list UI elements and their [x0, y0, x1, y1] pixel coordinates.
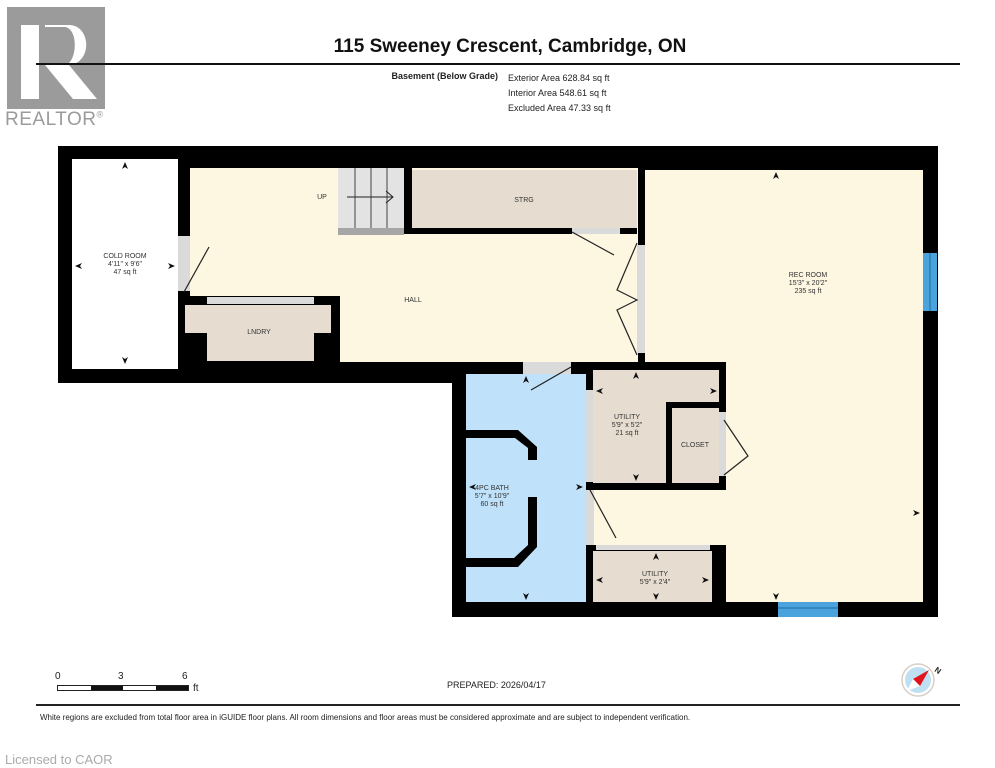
utility-1-area: 21 sq ft — [616, 430, 639, 437]
storage-label: STRG — [514, 197, 533, 204]
bath-label: 4PC BATH — [475, 485, 509, 492]
closet-door-gap — [719, 412, 726, 476]
realtor-wordmark: REALTOR® — [5, 109, 104, 131]
footer-divider — [36, 704, 960, 706]
bath-door-swing — [530, 366, 572, 391]
utility-2-door-gap — [596, 545, 710, 550]
cold-room-area: 47 sq ft — [114, 269, 137, 276]
prepared-date: PREPARED: 2026/04/17 — [447, 680, 546, 690]
closet-label: CLOSET — [681, 442, 710, 449]
realtor-wordmark-text: REALTOR — [5, 109, 97, 130]
excluded-area: Excluded Area 47.33 sq ft — [508, 103, 611, 113]
bath-east-door-gap — [586, 490, 594, 545]
wall-stair-strg — [404, 168, 412, 234]
storage-door-gap — [572, 228, 620, 234]
room-laundry-lower — [207, 333, 314, 361]
utility-1-dims: 5'9" x 5'2" — [612, 422, 643, 429]
bath-door-gap — [523, 362, 571, 374]
cold-room-label: COLD ROOM — [103, 253, 146, 260]
bifold-door — [616, 242, 639, 356]
cold-room-dims: 4'11" x 9'6" — [108, 261, 142, 268]
compass-icon: N — [901, 663, 943, 697]
closet-door-swing — [723, 419, 749, 476]
level-label: Basement (Below Grade) — [391, 71, 498, 81]
dimension-arrows — [75, 162, 920, 600]
bath-fixture-upper — [466, 430, 537, 460]
wall-storage — [412, 228, 637, 234]
scale-tick-6: 6 — [182, 671, 188, 682]
bath-dims: 5'7" x 10'9" — [475, 493, 510, 500]
hall-label: HALL — [404, 297, 422, 304]
utility-2-label: UTILITY — [642, 571, 668, 578]
laundry-label: LNDRY — [247, 329, 271, 336]
exterior-area: Exterior Area 628.84 sq ft — [508, 73, 610, 83]
cold-room-door-gap — [178, 236, 190, 291]
utility-1-label: UTILITY — [614, 414, 640, 421]
stairs-landing — [338, 228, 404, 235]
page-title: 115 Sweeney Crescent, Cambridge, ON — [333, 36, 687, 57]
room-closet[interactable] — [672, 408, 719, 483]
rec-room-dims: 15'3" x 20'2" — [789, 280, 828, 287]
bath-area: 60 sq ft — [481, 501, 504, 508]
scale-tick-0: 0 — [55, 671, 61, 682]
bath-fixture-lower — [466, 497, 537, 567]
scale-tick-3: 3 — [118, 671, 124, 682]
rec-room-area: 235 sq ft — [795, 288, 822, 295]
storage-door-swing — [571, 231, 615, 256]
area-summary: Exterior Area 628.84 sq ft Interior Area… — [508, 71, 611, 116]
realtor-r-icon — [21, 25, 97, 99]
scale-bar — [57, 685, 189, 691]
realtor-logo — [7, 7, 105, 109]
laundry-opening — [207, 297, 314, 304]
room-utility-2[interactable] — [593, 551, 712, 602]
scale-unit: ft — [193, 683, 199, 694]
stair-treads — [354, 168, 388, 228]
room-storage[interactable] — [412, 170, 637, 228]
license-text: Licensed to CAOR — [5, 752, 113, 767]
title-divider — [36, 63, 960, 65]
room-laundry[interactable] — [185, 305, 331, 333]
interior-area: Interior Area 548.61 sq ft — [508, 88, 607, 98]
stairs-arrow-icon — [347, 190, 394, 204]
utility-pocket-gap — [586, 390, 593, 482]
bath-east-door-swing — [589, 489, 617, 539]
rec-bifold-gap — [637, 245, 645, 353]
room-cold-room[interactable] — [72, 159, 178, 369]
cold-room-door-swing — [183, 246, 210, 293]
rec-room-label: REC ROOM — [789, 272, 828, 279]
utility-2-dims: 5'9" x 2'4" — [640, 579, 671, 586]
stairs-up-label: UP — [317, 194, 327, 201]
window-south — [778, 602, 838, 617]
compass-north-label: N — [933, 665, 943, 676]
disclaimer: White regions are excluded from total fl… — [40, 713, 691, 722]
registered-mark: ® — [96, 109, 104, 120]
